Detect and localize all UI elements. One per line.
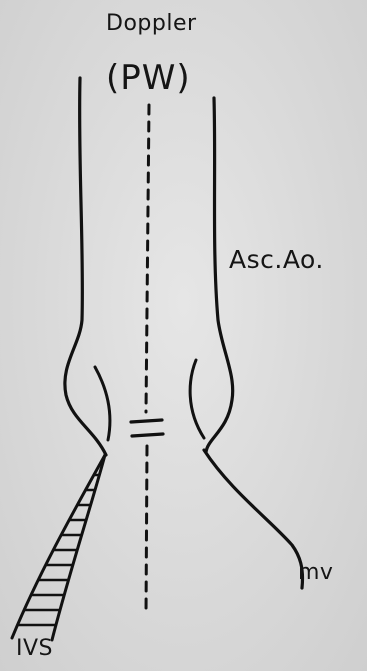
doppler-title: Doppler xyxy=(106,11,197,36)
ivs-hatched-septum xyxy=(0,455,120,640)
right-aortic-wall xyxy=(206,98,233,452)
left-aortic-wall xyxy=(65,78,106,455)
doppler-beam xyxy=(146,105,149,412)
ascending-aorta-label: Asc.Ao. xyxy=(229,245,324,274)
mitral-valve-label: mv xyxy=(298,560,333,585)
pulsed-wave-label: (PW) xyxy=(106,58,191,98)
right-valve-cusp xyxy=(190,360,204,438)
doppler-beam-lower xyxy=(146,446,147,615)
left-valve-cusp xyxy=(95,367,110,440)
mitral-valve-line xyxy=(204,450,303,588)
sample-volume-gate xyxy=(131,420,163,436)
ivs-label: IVS xyxy=(16,636,53,661)
